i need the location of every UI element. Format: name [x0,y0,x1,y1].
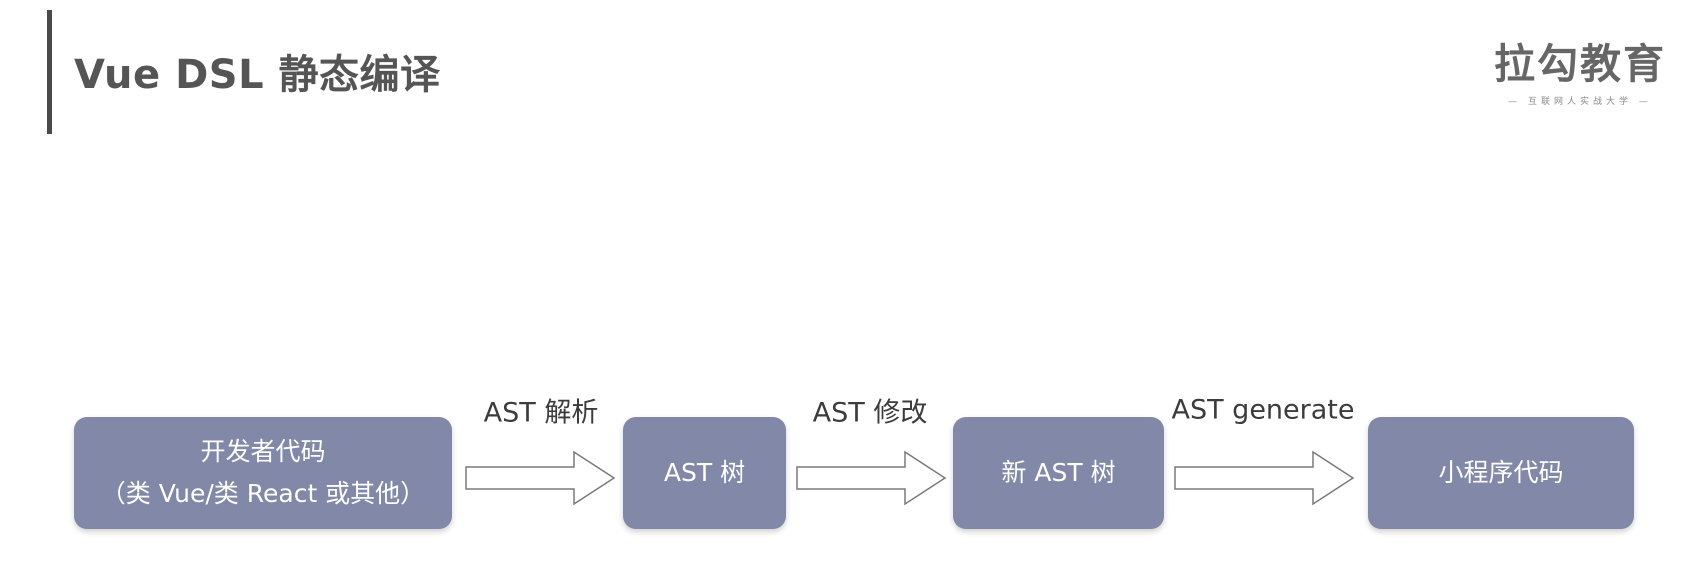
node-sublabel: （类 Vue/类 React 或其他） [100,479,426,508]
node-label: AST 树 [663,458,746,487]
page-title: Vue DSL 静态编译 [74,52,441,98]
arrow-parse [465,450,616,506]
node-label: 小程序代码 [1438,458,1564,487]
edge-label-parse: AST 解析 [483,397,599,429]
node-new-ast-tree: 新 AST 树 [953,417,1164,529]
edge-label-generate: AST generate [1171,394,1355,426]
brand-name: 拉勾教育 [1494,40,1666,88]
node-miniprogram-code: 小程序代码 [1368,417,1634,529]
arrow-generate [1174,450,1355,506]
arrow-shape [465,450,616,506]
arrow-shape [1174,450,1355,506]
node-label: 开发者代码 [200,437,326,466]
node-label: 新 AST 树 [1001,458,1116,487]
arrow-shape [796,450,947,506]
arrow-modify [796,450,947,506]
title-accent-bar [47,10,52,134]
brand-tagline: — 互联网人实战大学 — [1508,97,1652,107]
edge-label-modify: AST 修改 [812,397,928,429]
brand-logo: 拉勾教育 — 互联网人实战大学 — [1490,40,1670,107]
node-ast-tree: AST 树 [623,417,786,529]
node-developer-code: 开发者代码 （类 Vue/类 React 或其他） [74,417,452,529]
